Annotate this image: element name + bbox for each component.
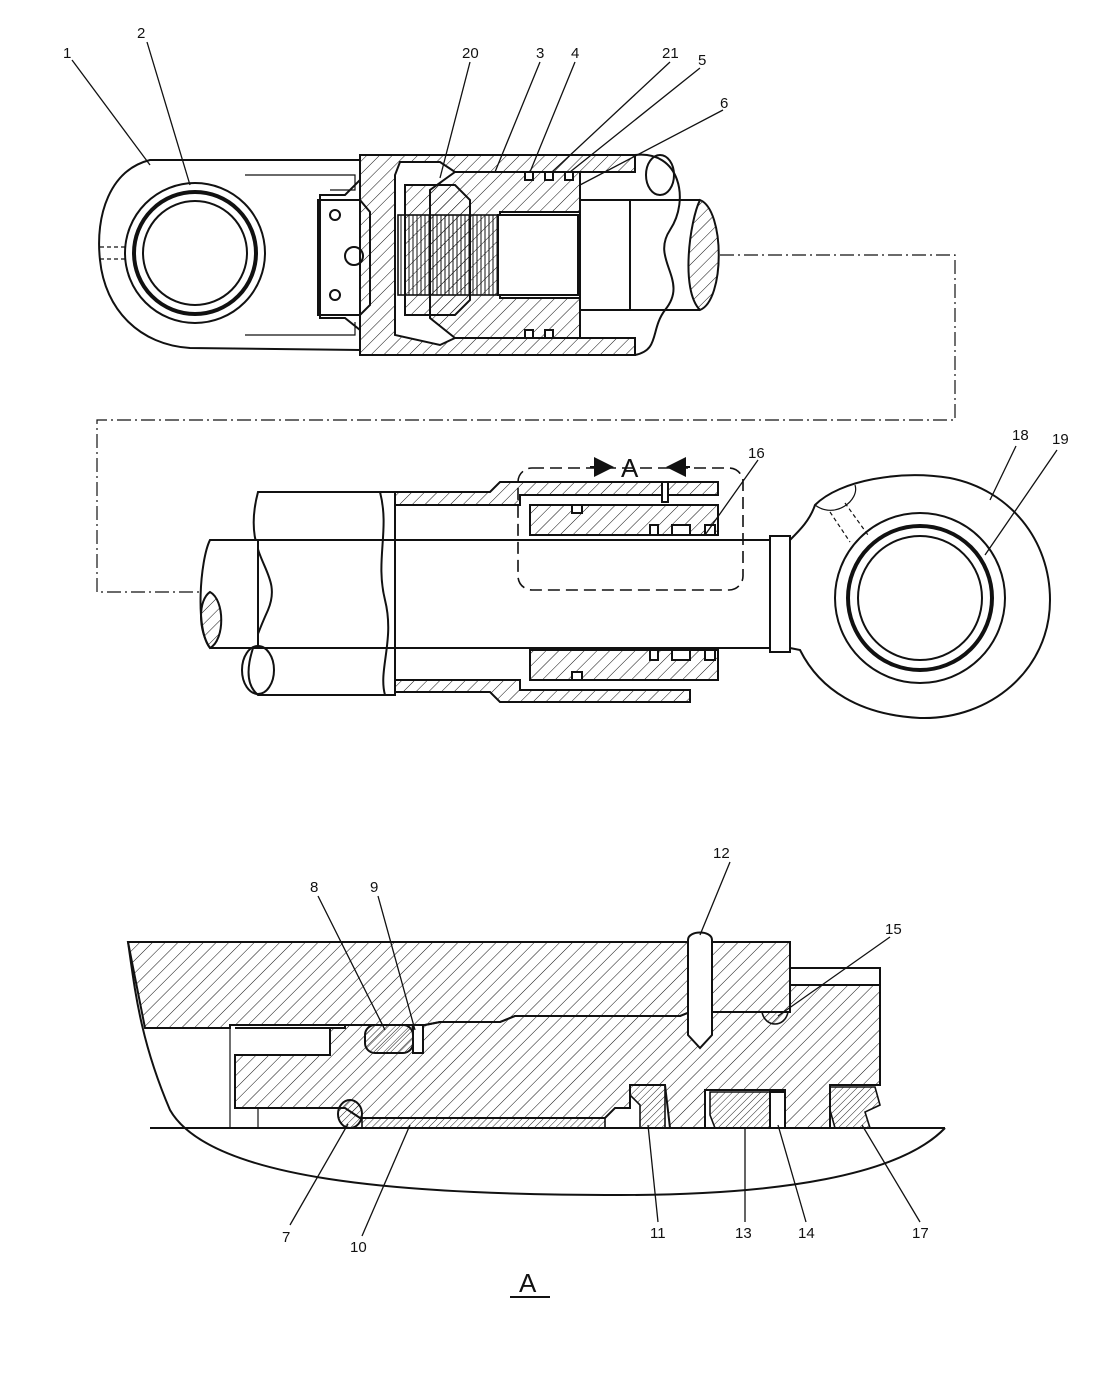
callout-9: 9 — [370, 879, 378, 896]
base-eye-outline — [98, 159, 361, 352]
callout-10: 10 — [350, 1239, 367, 1256]
callout-17: 17 — [912, 1225, 929, 1242]
seal-13 — [709, 1091, 771, 1129]
callout-8: 8 — [310, 879, 318, 896]
rod-eye-outline — [789, 474, 1052, 720]
barrel-wall-lower — [394, 679, 691, 703]
callout-7: 7 — [282, 1229, 290, 1246]
callout-5: 5 — [698, 52, 706, 69]
wiper-17 — [829, 1086, 881, 1129]
bushing-10 — [361, 1117, 606, 1129]
bushing-ring — [132, 190, 258, 316]
detail-a-view — [126, 931, 946, 1197]
callout-11: 11 — [650, 1225, 666, 1242]
callout-3: 3 — [536, 45, 544, 62]
callout-18: 18 — [1012, 427, 1029, 444]
callout-6: 6 — [720, 95, 728, 112]
rod-eye-ring — [834, 512, 1006, 684]
top-callout-leaders — [71, 41, 724, 186]
callout-20: 20 — [462, 45, 479, 62]
callout-16: 16 — [748, 445, 765, 462]
cylinder-rod-end-view: A — [199, 453, 1052, 720]
callout-4: 4 — [571, 45, 579, 62]
barrel-wall-upper — [394, 481, 719, 506]
detail-a-frame — [517, 467, 744, 591]
top-callouts: 1 2 20 3 4 21 5 6 — [63, 25, 728, 112]
rod-eye-bore — [857, 535, 983, 661]
connection-chain-line — [96, 254, 956, 593]
o-ring-15 — [761, 1011, 789, 1025]
rod-thread — [397, 214, 499, 296]
detail-a-marker: A — [621, 453, 639, 483]
cylinder-base-end-view — [96, 153, 956, 593]
callout-19: 19 — [1052, 431, 1069, 448]
callout-14: 14 — [798, 1225, 815, 1242]
mid-callout-leaders — [704, 445, 1058, 556]
detail-a-title-text: A — [519, 1268, 537, 1298]
o-ring-7 — [337, 1099, 363, 1129]
callout-15: 15 — [885, 921, 902, 938]
callout-2: 2 — [137, 25, 145, 42]
o-ring-8 — [364, 1024, 414, 1054]
eye-bore — [142, 200, 248, 306]
detail-callout-leaders — [289, 861, 921, 1237]
lock-pin-12 — [687, 931, 713, 1050]
ring-14 — [769, 1091, 786, 1129]
rod-bushing — [846, 524, 994, 672]
eye-ring-outer — [124, 182, 266, 324]
callout-1: 1 — [63, 45, 71, 62]
backup-ring-9 — [412, 1024, 424, 1054]
detail-callouts: 8 9 12 15 7 10 11 13 14 17 — [282, 845, 929, 1256]
mid-callouts: 16 18 19 — [748, 427, 1069, 462]
detail-a-title: A — [510, 1268, 550, 1298]
callout-12: 12 — [713, 845, 730, 862]
callout-13: 13 — [735, 1225, 752, 1242]
seal-11 — [629, 1084, 666, 1129]
rod-neck — [497, 214, 579, 296]
callout-21: 21 — [662, 45, 679, 62]
